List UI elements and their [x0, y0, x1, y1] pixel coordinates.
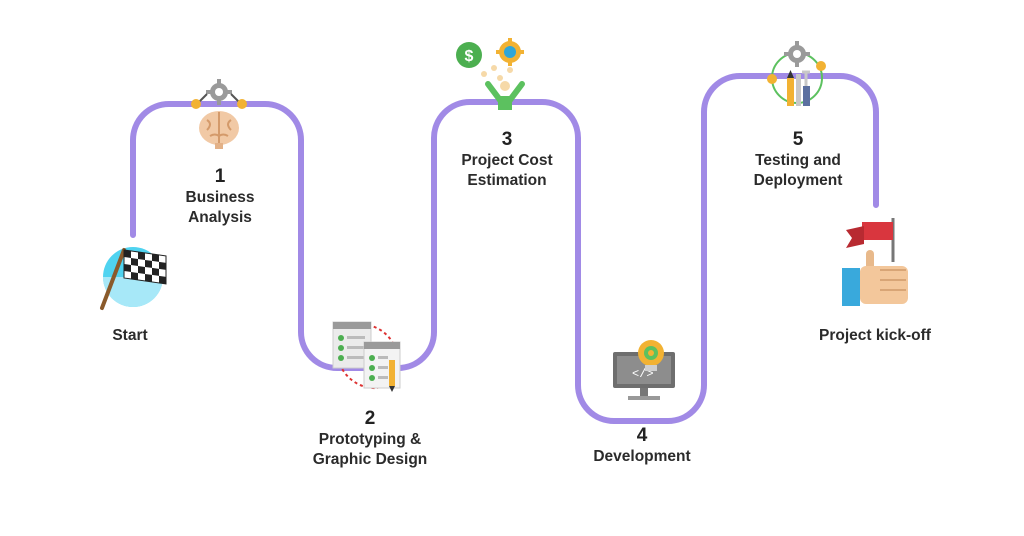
thumbs-up-flag-icon: [842, 218, 908, 306]
step-4-number: 4: [636, 425, 648, 446]
step-4-name-line1: Development: [593, 448, 691, 465]
step-4-label: 4 Development: [570, 425, 714, 467]
step-start-label: Start: [90, 326, 170, 346]
step-2-name-line1: Prototyping &: [318, 431, 422, 448]
step-3-name-line1: Project Cost: [461, 152, 553, 169]
brain-gear-icon: [191, 79, 247, 149]
step-start-name: Start: [112, 327, 148, 344]
step-2-label: 2 Prototyping & Graphic Design: [285, 408, 455, 470]
process-path: [130, 73, 879, 424]
tools-gear-icon: [767, 41, 826, 106]
money-gear-person-icon: $: [456, 38, 525, 110]
step-3-number: 3: [501, 129, 513, 150]
step-1-name-line1: Business: [185, 189, 255, 206]
svg-text:$: $: [465, 48, 474, 65]
step-2-number: 2: [364, 408, 376, 429]
step-kickoff-name: Project kick-off: [819, 327, 931, 344]
checkered-flag-globe-icon: [100, 247, 167, 310]
step-5-label: 5 Testing and Deployment: [726, 129, 870, 191]
step-kickoff-label: Project kick-off: [800, 326, 950, 346]
step-2-name-line2: Graphic Design: [312, 451, 428, 468]
step-5-name-line1: Testing and: [755, 152, 841, 169]
step-1-label: 1 Business Analysis: [150, 166, 290, 228]
step-5-number: 5: [792, 129, 804, 150]
code-monitor-bulb-icon: </>: [613, 340, 675, 400]
step-1-number: 1: [214, 166, 226, 187]
step-5-name-line2: Deployment: [753, 172, 843, 189]
wireframe-pages-icon: [332, 321, 401, 392]
step-3-name-line2: Estimation: [467, 172, 547, 189]
step-1-name-line2: Analysis: [188, 209, 252, 226]
step-3-label: 3 Project Cost Estimation: [437, 129, 577, 191]
